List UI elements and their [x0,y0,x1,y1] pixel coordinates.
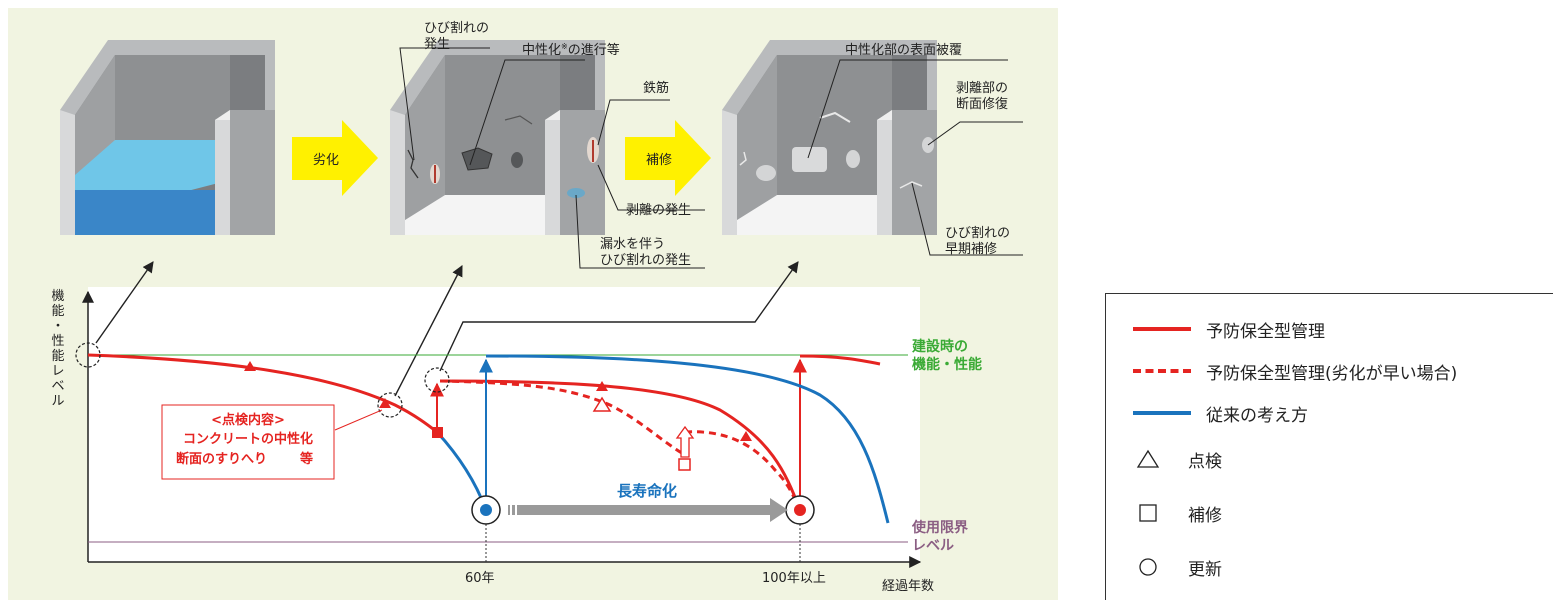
x-axis-label: 経過年数 [882,579,934,594]
renewal-markers [471,495,815,525]
svg-text:中性化部の表面被覆: 中性化部の表面被覆 [845,43,962,58]
blue-line-icon [1133,411,1191,415]
tank-repaired [722,40,937,235]
svg-text:コンクリートの中性化: コンクリートの中性化 [183,431,313,447]
construction-level-label-1: 建設時の [912,338,968,355]
svg-text:等: 等 [299,451,313,467]
tick-100-years: 100年以上 [762,571,826,586]
legend: 予防保全型管理 予防保全型管理(劣化が早い場合) 従来の考え方 点検 補修 更新 [1105,293,1553,600]
triangle-icon [1136,449,1160,468]
y-axis-label-char: ル [51,394,64,409]
construction-level-label-2: 機能・性能 [912,356,982,373]
tick-60-years: 60年 [465,571,495,586]
callout-texts: ひび割れの 発生 中性化※の進行等 鉄筋 剥離の発生 漏水を伴う ひび割れの発生… [424,20,1010,268]
y-axis-label-char: ・ [51,319,64,334]
svg-text:漏水を伴う: 漏水を伴う [600,236,665,252]
legend-item-preventive: 予防保全型管理 [1106,312,1325,346]
arrow-deterioration-label: 劣化 [313,153,339,168]
dashed-circle-markers [75,342,450,418]
svg-text:ひび割れの: ひび割れの [945,225,1010,241]
y-axis-label-char: 能 [51,304,64,319]
svg-text:ひび割れの: ひび割れの [424,20,489,36]
svg-text:ひび割れの発生: ひび割れの発生 [600,252,691,268]
svg-text:断面のすりへり: 断面のすりへり [176,451,267,467]
tank-deteriorated [390,40,605,235]
svg-text:中性化※の進行等: 中性化※の進行等 [522,42,620,58]
arrow-repair-label: 補修 [646,153,672,168]
callout-leaders [399,47,1023,269]
legend-item-inspection: 点検 [1106,442,1222,476]
y-axis-label-char: 性 [51,334,64,349]
tank-new [60,40,275,235]
y-axis-label-char: 能 [51,349,64,364]
svg-text:発生: 発生 [424,37,450,52]
svg-text:剥離部の: 剥離部の [956,81,1008,96]
red-line-icon [1133,327,1191,331]
svg-text:鉄筋: 鉄筋 [643,80,669,96]
legend-item-renewal: 更新 [1106,550,1222,584]
svg-text:剥離の発生: 剥離の発生 [626,203,691,218]
y-axis-label-char: 機 [51,289,64,304]
y-axis-label-char: ベ [51,379,64,394]
circle-icon [1139,558,1157,576]
svg-text:<点検内容>: <点検内容> [211,412,285,428]
legend-item-preventive-fast: 予防保全型管理(劣化が早い場合) [1106,354,1457,388]
red-dashed-line-icon [1133,369,1191,373]
legend-item-conventional: 従来の考え方 [1106,396,1308,430]
square-icon [1139,504,1157,522]
legend-item-repair: 補修 [1106,496,1222,530]
arrow-deterioration: 劣化 [292,120,378,196]
life-extension-label: 長寿命化 [617,482,677,500]
service-limit-label-1: 使用限界 [911,519,969,536]
svg-text:断面修復: 断面修復 [956,96,1008,112]
arrow-repair: 補修 [625,120,711,196]
svg-text:早期補修: 早期補修 [945,242,997,257]
service-limit-label-2: レベル [912,538,954,554]
pointer-arrows [95,261,799,397]
life-extension-arrow: 長寿命化 [508,482,788,522]
repair-markers [432,425,695,471]
inspection-markers [244,361,752,441]
inspection-content-box: <点検内容> コンクリートの中性化 断面のすりへり 等 [161,404,383,480]
y-axis-label-char: レ [51,364,64,379]
